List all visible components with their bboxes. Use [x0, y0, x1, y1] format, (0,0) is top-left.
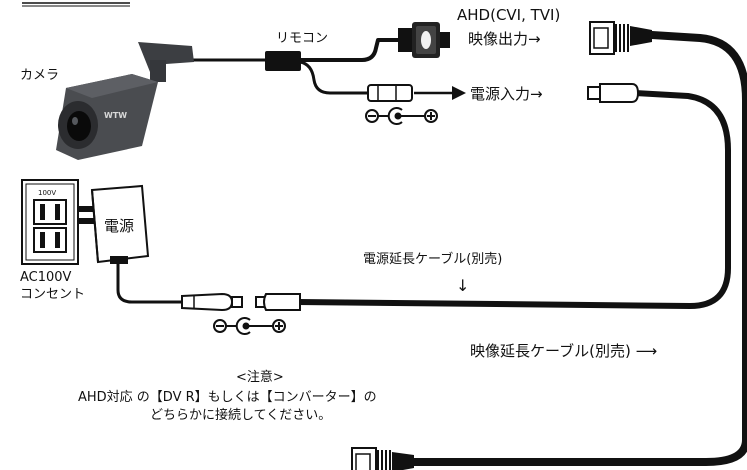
plus-icon: [424, 109, 438, 123]
outlet-voltage: 100V: [38, 189, 56, 197]
ac-adapter: [78, 184, 150, 264]
adapter-label: 電源: [104, 217, 134, 235]
power-out-cable: [298, 60, 370, 95]
bnc-connector-extension-top: [589, 21, 652, 55]
adapter-cable: [116, 260, 184, 304]
dc-jack-camera: [367, 84, 413, 102]
polarity-symbol-bottom: [213, 317, 286, 335]
cables: [116, 31, 747, 466]
note-line-1: AHD対応 の【DV R】もしくは【コンバーター】の: [78, 390, 377, 405]
video-extension-cable: [408, 31, 747, 466]
outlet-label-2: コンセント: [20, 287, 85, 302]
center-positive-icon: [235, 317, 251, 335]
plus-icon: [272, 319, 286, 333]
power-extension-arrow: ↓: [456, 276, 469, 295]
arrow-head: [452, 86, 466, 100]
dc-plug-extension-top: [587, 83, 640, 103]
bnc-connector-camera: [398, 22, 450, 58]
remote-label: リモコン: [276, 31, 328, 46]
frame-corner: [22, 2, 130, 7]
note-title: <注意>: [236, 369, 284, 385]
power-extension-cable: [295, 90, 731, 309]
outlet-label-1: AC100V: [20, 270, 72, 285]
power-extension-label: 電源延長ケーブル(別売): [363, 251, 502, 267]
dc-plug-extension-bottom: [255, 293, 301, 311]
video-out-label-1: AHD(CVI, TVI): [457, 6, 560, 24]
camera-brand: WTW: [104, 111, 127, 120]
dc-jack-adapter: [181, 292, 243, 312]
camera-label: カメラ: [20, 68, 59, 83]
video-out-cable: [298, 38, 402, 62]
polarity-symbol-top: [365, 107, 438, 125]
power-in-label: 電源入力→: [470, 85, 543, 103]
bnc-connector-extension-bottom: [351, 447, 414, 470]
camera: WTW: [56, 42, 194, 160]
wall-outlet: [21, 179, 79, 265]
video-out-label-2: 映像出力→: [468, 30, 541, 48]
video-extension-label: 映像延長ケーブル(別売) ⟶: [470, 342, 657, 360]
remote-control: [265, 51, 301, 71]
center-positive-icon: [387, 107, 403, 125]
note-line-2: どちらかに接続してください。: [150, 407, 331, 423]
